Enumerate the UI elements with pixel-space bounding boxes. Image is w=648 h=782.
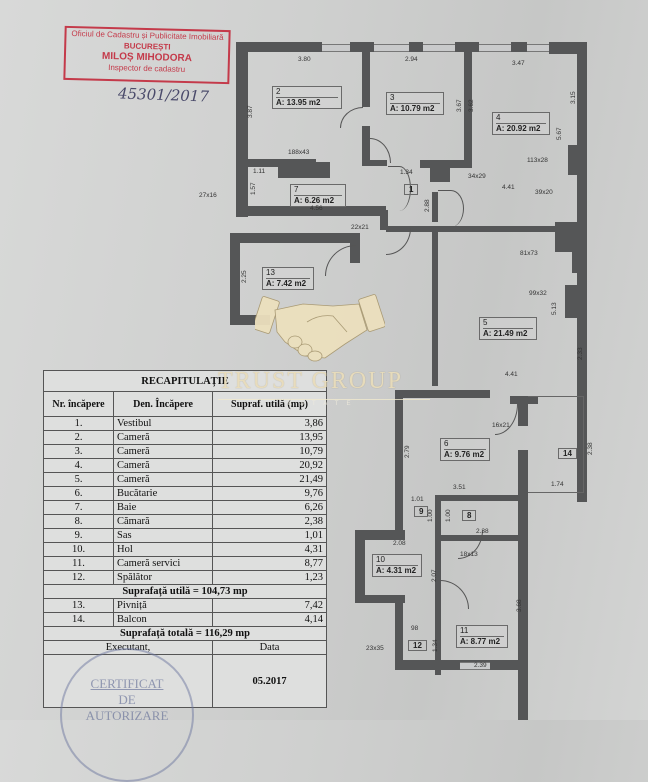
dim-4-56: 4.56: [310, 205, 323, 212]
watermark-divider: [218, 399, 430, 400]
dim-113x28: 113x28: [527, 157, 548, 164]
room-label-10: 10 A: 4.31 m2: [372, 554, 422, 577]
dim-1-74: 1.74: [551, 481, 564, 488]
dim-2-38: 2.38: [476, 528, 489, 535]
room-tag-1: 1: [404, 184, 419, 195]
dim-4-41-top: 4.41: [502, 184, 515, 191]
dim-3-51: 3.51: [453, 484, 466, 491]
room-label-3: 3 A: 10.79 m2: [386, 92, 444, 115]
dim-1-34: 1.34: [400, 169, 413, 176]
dim-1-01: 1.01: [411, 496, 424, 503]
dim-3-47: 3.47: [512, 60, 525, 67]
dim-34x29: 34x29: [468, 173, 486, 180]
dim-2-38-balcony: 2.38: [587, 442, 594, 455]
room-label-5: 5 A: 21.49 m2: [479, 317, 537, 340]
useful-area-total: Suprafață utilă = 104,73 mp: [43, 584, 327, 599]
dim-3-80: 3.80: [298, 56, 311, 63]
dim-1-00-a: 1.00: [427, 509, 434, 522]
room-tag-8: 8: [462, 510, 477, 521]
room-label-13: 13 A: 7.42 m2: [262, 267, 314, 290]
dim-1-00-b: 1.00: [445, 509, 452, 522]
room-label-7: 7 A: 6.26 m2: [290, 184, 346, 207]
room-tag-12: 12: [408, 640, 427, 651]
dim-16x21: 16x21: [492, 422, 510, 429]
dim-1-34-b: 1.34: [432, 639, 439, 652]
dim-98: 98: [411, 625, 419, 632]
room-label-4: 4 A: 20.92 m2: [492, 112, 550, 135]
dim-4-41-bottom: 4.41: [505, 371, 518, 378]
dim-39x20: 39x20: [535, 189, 553, 196]
date-label: Data: [212, 640, 327, 655]
recap-table: RECAPITULAȚIE Nr. încăpere Den. Încăpere…: [43, 370, 327, 708]
watermark-sub: ESTATE: [288, 401, 359, 407]
dim-3-87: 3.87: [247, 105, 254, 118]
dim-22x21: 22x21: [351, 224, 369, 231]
dim-2-94: 2.94: [405, 56, 418, 63]
dim-2-33: 2.33: [577, 347, 584, 360]
floor-plan: 2 A: 13.95 m2 3 A: 10.79 m2 4 A: 20.92 m…: [199, 42, 594, 720]
grand-area-total: Suprafață totală = 116,29 mp: [43, 626, 327, 641]
dim-5-13: 5.13: [551, 302, 558, 315]
room-label-6: 6 A: 9.76 m2: [440, 438, 490, 461]
room-tag-9: 9: [414, 506, 429, 517]
dim-2-07: 2.07: [431, 569, 438, 582]
room-label-11: 11 A: 8.77 m2: [456, 625, 508, 648]
dim-27x16: 27x16: [199, 192, 217, 199]
dim-23x35: 23x35: [366, 645, 384, 652]
balcony-outline: [528, 396, 584, 493]
dim-188x43: 188x43: [288, 149, 310, 156]
header-nr: Nr. încăpere: [43, 391, 114, 417]
certificate-stamp: CERTIFICAT DE AUTORIZARE: [60, 648, 194, 782]
dim-3-67: 3.67: [456, 99, 463, 112]
dim-5-67: 5.67: [556, 127, 563, 140]
dim-3-68: 3.68: [516, 599, 523, 612]
dim-3-62: 3.62: [468, 99, 475, 112]
dim-1-11: 1.11: [253, 168, 266, 175]
dim-3-15: 3.15: [570, 91, 577, 104]
room-label-2: 2 A: 13.95 m2: [272, 86, 342, 109]
dim-18x13: 18x13: [460, 551, 478, 558]
dim-2-88: 2.88: [424, 199, 431, 212]
handshake-icon: [255, 294, 385, 362]
dim-99x32: 99x32: [529, 290, 547, 297]
dim-2-79: 2.79: [404, 445, 411, 458]
dim-2-08: 2.08: [393, 540, 406, 547]
room-tag-14: 14: [558, 448, 577, 459]
dim-2-39: 2.39: [474, 662, 487, 669]
header-name: Den. Încăpere: [113, 391, 213, 417]
watermark-brand: TRUST GROUP: [218, 368, 403, 394]
dim-2-25: 2.25: [241, 270, 248, 283]
date-value: 05.2017: [212, 654, 327, 708]
dim-1-57: 1.57: [250, 182, 257, 195]
dim-81x73: 81x73: [520, 250, 538, 257]
